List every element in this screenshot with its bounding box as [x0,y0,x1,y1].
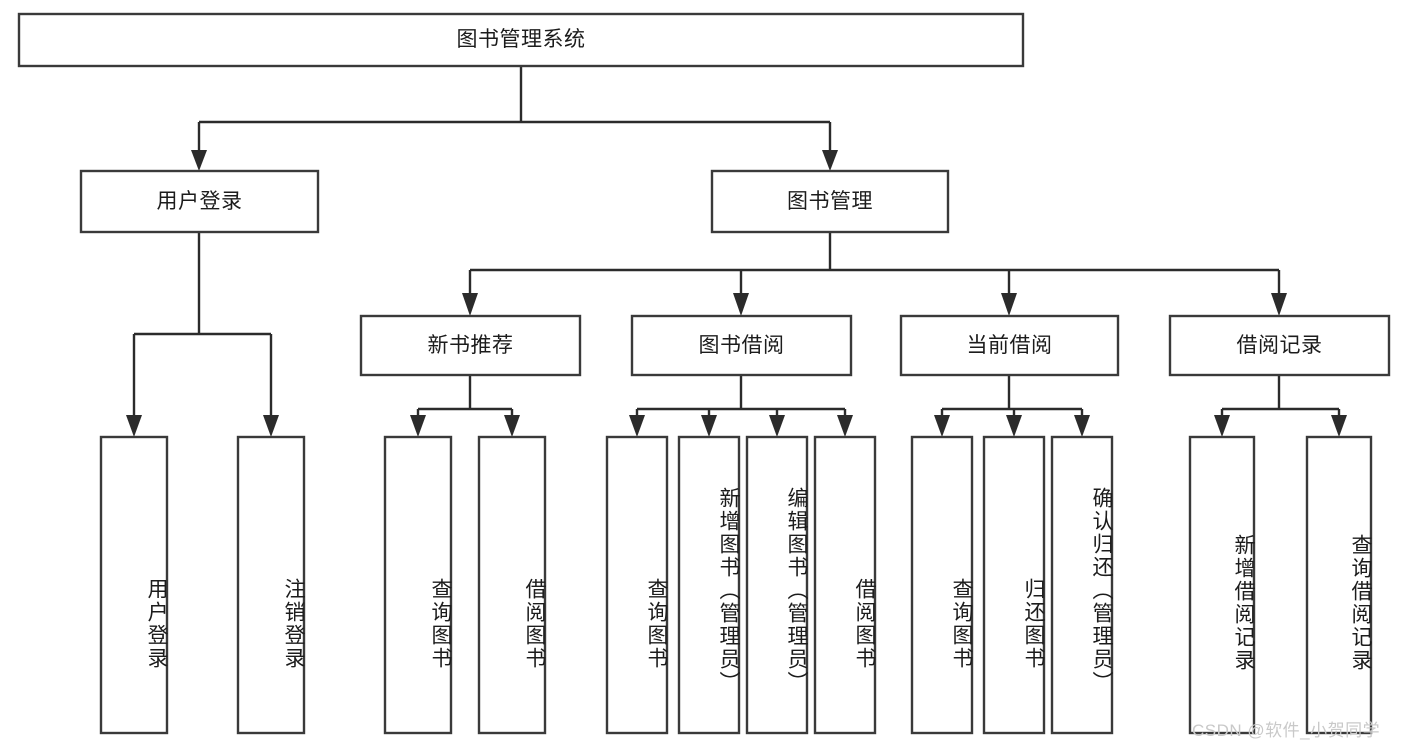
arrow-to-leaf-query-book-borrow [629,415,645,437]
arrow-to-leaf-add-book [701,415,717,437]
node-box-book-borrow[interactable] [630,314,853,377]
arrow-to-borrow-record [1271,293,1287,316]
arrow-to-leaf-borrow-book [837,415,853,437]
node-box-leaf-borrow-book-rec[interactable] [477,435,547,735]
arrow-root-to-book-manage [822,150,838,171]
connector-group-user-login [126,232,279,437]
node-box-borrow-record[interactable] [1168,314,1391,377]
arrow-to-leaf-query-borrow-record [1331,415,1347,437]
node-box-leaf-borrow-book[interactable] [813,435,877,735]
arrow-to-leaf-user-login [126,415,142,437]
arrow-to-leaf-return-book [1006,415,1022,437]
node-box-leaf-edit-book[interactable] [745,435,809,735]
node-box-leaf-query-book-borrow[interactable] [605,435,669,735]
arrow-to-leaf-edit-book [769,415,785,437]
connector-group-new-book-recommend [410,375,520,437]
node-box-book-manage[interactable] [710,169,950,234]
connector-group-book-borrow [629,375,853,437]
connector-group-borrow-record [1214,375,1347,437]
arrow-to-leaf-confirm-return [1074,415,1090,437]
node-box-leaf-add-book[interactable] [677,435,741,735]
arrow-to-leaf-user-logout [263,415,279,437]
node-box-leaf-user-login[interactable] [99,435,169,735]
node-box-user-login[interactable] [79,169,320,234]
node-box-root[interactable] [17,12,1025,68]
arrow-to-new-book-recommend [462,293,478,316]
node-box-leaf-user-logout[interactable] [236,435,306,735]
connector-group-current-borrow [934,375,1090,437]
arrow-to-leaf-query-book-cur [934,415,950,437]
node-box-leaf-confirm-return[interactable] [1050,435,1114,735]
arrow-to-leaf-borrow-book-rec [504,415,520,437]
node-box-leaf-add-borrow-record[interactable] [1188,435,1256,735]
arrow-to-leaf-query-book-rec [410,415,426,437]
node-box-leaf-query-book-rec[interactable] [383,435,453,735]
arrow-to-leaf-add-borrow-record [1214,415,1230,437]
connector-group-book-manage [462,232,1287,316]
arrow-to-book-borrow [733,293,749,316]
connector-group-root [191,66,838,171]
node-box-leaf-query-book-cur[interactable] [910,435,974,735]
node-box-new-book-recommend[interactable] [359,314,582,377]
node-box-current-borrow[interactable] [899,314,1120,377]
node-box-leaf-return-book[interactable] [982,435,1046,735]
arrow-root-to-user-login [191,150,207,171]
node-box-leaf-query-borrow-record[interactable] [1305,435,1373,735]
arrow-to-current-borrow [1001,293,1017,316]
